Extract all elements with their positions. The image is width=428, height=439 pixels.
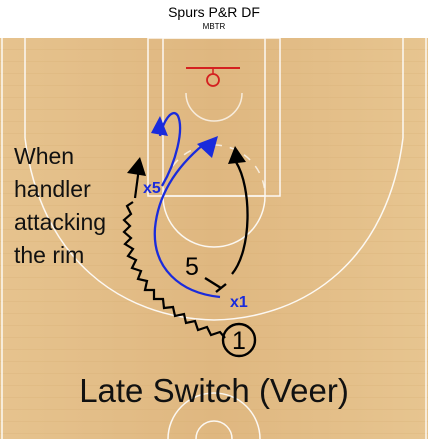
x1-path <box>153 143 221 299</box>
annotation-text: When handler attacking the rim <box>14 140 106 272</box>
dribble-arrow <box>127 157 146 176</box>
half-court: 1 5 x1 x5 <box>0 38 428 439</box>
annotation-line: attacking <box>14 209 107 235</box>
annotation-line: the rim <box>14 242 85 268</box>
annotation-line: When <box>14 143 75 169</box>
play-caption: Late Switch (Veer) <box>79 372 349 409</box>
dribble-path <box>122 201 226 339</box>
x1-arrow <box>197 136 218 158</box>
defender-x1-label: x1 <box>230 294 248 311</box>
diagram-subtitle: MBTR <box>202 22 226 31</box>
screen-stem <box>204 276 222 290</box>
diagram-title: Spurs P&R DF <box>168 4 260 20</box>
court-floor <box>0 38 428 439</box>
x5-path <box>158 112 182 187</box>
player-1-circle <box>221 322 257 358</box>
annotation-line: handler <box>14 176 91 202</box>
player-5-label: 5 <box>185 253 199 281</box>
x5-arrow <box>151 116 168 136</box>
roll-arrow <box>228 146 246 164</box>
diagram-header: Spurs P&R DF MBTR <box>0 0 428 38</box>
rim <box>206 73 220 87</box>
player-1-label: 1 <box>232 327 246 355</box>
roll-path <box>231 161 249 275</box>
dribble-arrow-stem <box>133 167 141 199</box>
defender-x5-label: x5 <box>143 180 161 197</box>
